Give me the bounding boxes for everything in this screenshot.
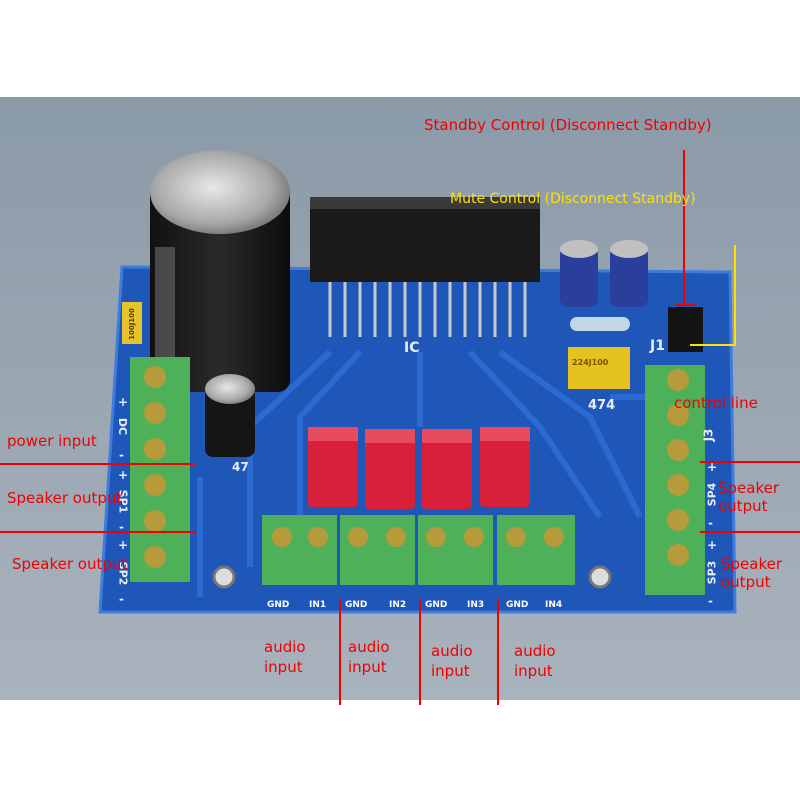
mute-control-callout: Mute Control (Disconnect Standby) (450, 191, 696, 207)
speaker-output-right-2-callout: Speaker output (721, 555, 799, 591)
power-input-callout: power input (7, 432, 97, 450)
red-capacitors (308, 427, 530, 509)
right-silk-plus-sp4: + (707, 460, 718, 474)
right-silk-minus-sp3: - (708, 594, 713, 608)
right-silk-plus-sp3: + (707, 538, 718, 552)
standby-control-callout: Standby Control (Disconnect Standby) (424, 116, 712, 134)
speaker-output-right-1-text: Speaker output (718, 479, 780, 515)
pin-in3: IN3 (467, 600, 485, 610)
connector-j3-label: J3 (701, 428, 716, 442)
resistor-code-label: 100J100 (127, 308, 136, 340)
speaker-output-left-2-callout: Speaker output (12, 555, 128, 573)
audio-input-4-callout: audio input (514, 641, 574, 681)
audio-input-1-text: audio input (264, 638, 306, 676)
left-silk-dc: DC (116, 417, 130, 436)
ic-body (310, 197, 540, 282)
speaker-output-right-1-callout: Speaker output (718, 479, 798, 515)
audio-input-4-text: audio input (514, 642, 556, 680)
right-silk-sp3: SP3 (705, 560, 719, 585)
pin-in1: IN1 (309, 600, 327, 610)
left-silk-minus-dc: - (119, 448, 124, 462)
right-silk-minus-sp4: - (708, 516, 713, 530)
ic-label: IC (404, 340, 420, 356)
pin-gnd-4: GND (506, 600, 529, 610)
film-capacitor (568, 347, 630, 389)
speaker-output-right-2-text: Speaker output (721, 555, 783, 591)
left-silk-minus-sp1: - (119, 520, 124, 534)
left-terminal-block (130, 357, 190, 582)
audio-input-3-text: audio input (431, 642, 473, 680)
amplifier-board-photo (0, 97, 800, 700)
pin-in4: IN4 (545, 600, 563, 610)
right-terminal-block (645, 365, 705, 595)
left-silk-plus-sp1: + (118, 468, 129, 482)
right-silk-sp4: SP4 (705, 482, 719, 507)
jumper-label: J1 (650, 338, 665, 354)
pin-gnd-3: GND (425, 600, 448, 610)
left-silk-plus-dc: + (118, 395, 129, 409)
audio-input-2-callout: audio input (348, 637, 408, 677)
audio-input-3-callout: audio input (431, 641, 491, 681)
left-silk-minus-sp2: - (119, 592, 124, 606)
bottom-terminal-blocks (262, 515, 575, 585)
pin-in2: IN2 (389, 600, 407, 610)
main-capacitor (150, 182, 290, 392)
cap-code-label: 224J100 (572, 358, 609, 367)
pin-gnd-1: GND (267, 600, 290, 610)
control-line-callout: control line (674, 394, 758, 412)
cap-47-label: 47 (232, 460, 249, 474)
audio-input-1-callout: audio input (264, 637, 324, 677)
cap-474-label: 474 (588, 398, 616, 413)
left-silk-plus-sp2: + (118, 538, 129, 552)
speaker-output-left-1-callout: Speaker output (7, 489, 123, 507)
pin-gnd-2: GND (345, 600, 368, 610)
audio-input-2-text: audio input (348, 638, 390, 676)
